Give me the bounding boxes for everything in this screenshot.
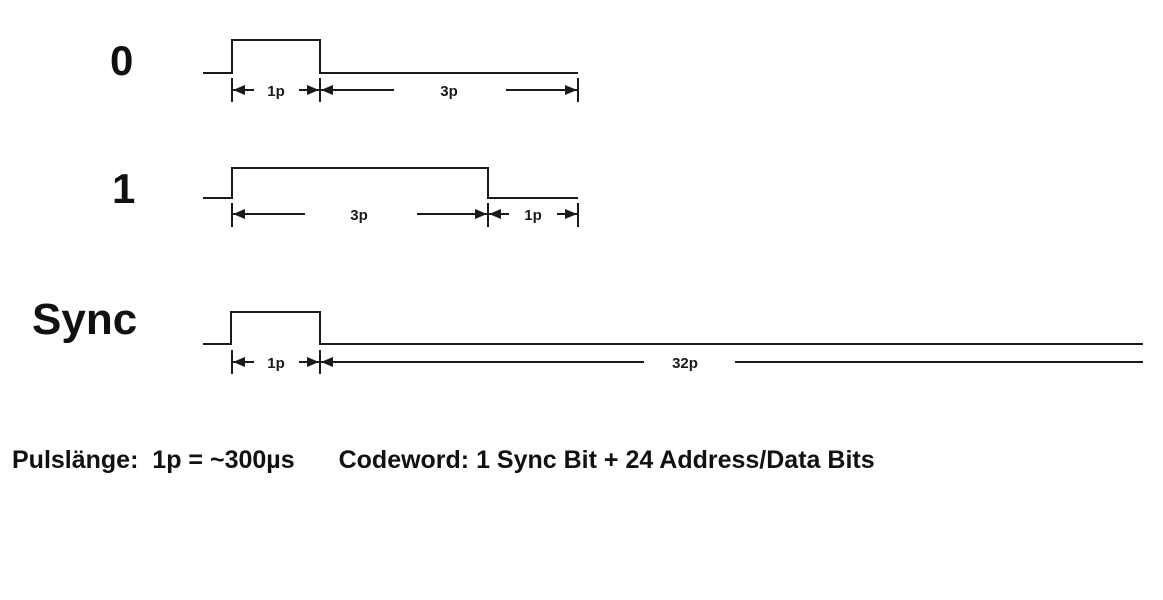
row-label-zero: 0 — [110, 37, 134, 84]
waveform-sync — [203, 311, 1143, 345]
waveform-one — [203, 167, 578, 199]
dim-label: 3p — [440, 83, 458, 100]
waveform-row-one: 3p 1p — [203, 167, 579, 227]
row-label-one: 1 — [112, 165, 136, 212]
footer-caption: Pulslänge: 1p = ~300µs Codeword: 1 Sync B… — [12, 446, 875, 475]
codeword-text: Codeword: 1 Sync Bit + 24 Address/Data B… — [338, 446, 875, 474]
dim-label: 1p — [267, 83, 285, 100]
dim-label: 3p — [350, 207, 368, 224]
waveform-row-zero: 1p 3p — [203, 39, 579, 102]
dim-label: 1p — [524, 207, 542, 224]
waveform-row-sync: 1p 32p — [203, 311, 1143, 374]
waveform-zero — [203, 39, 578, 74]
dim-label: 1p — [267, 355, 285, 372]
pulse-length-text: Pulslänge: 1p = ~300µs — [12, 446, 295, 474]
row-label-sync: Sync — [32, 295, 138, 344]
dim-label: 32p — [672, 355, 698, 372]
